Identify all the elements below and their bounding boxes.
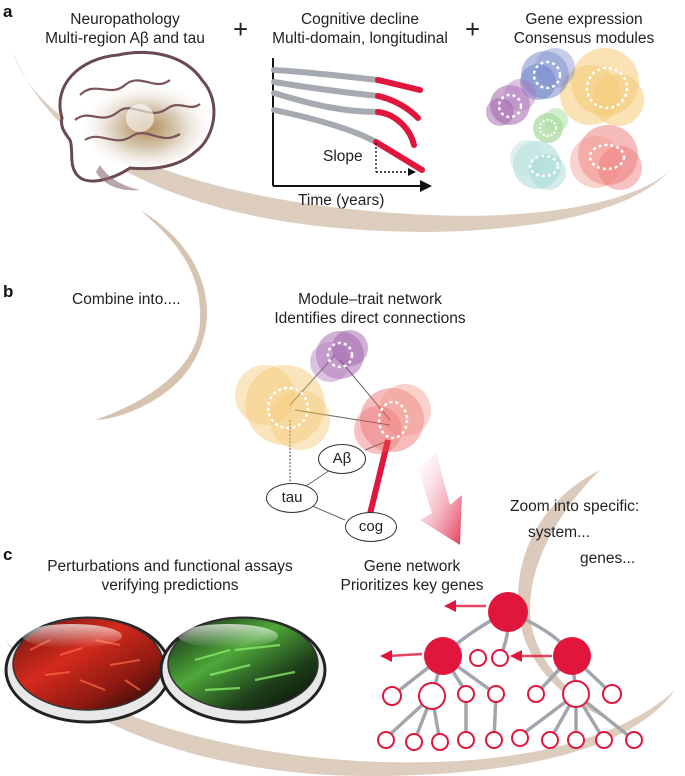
module-coral — [570, 125, 642, 190]
zoom-line2: system... — [528, 524, 591, 541]
network-module-yellow — [235, 365, 330, 450]
panel-label-b: b — [3, 282, 14, 301]
swoosh-top — [12, 50, 670, 232]
neuropathology-title: Neuropathology Multi-region Aβ and tau — [45, 11, 205, 47]
module-blue — [520, 48, 575, 100]
module-green — [533, 108, 568, 143]
zoom-arrow — [418, 452, 462, 545]
slope-label: Slope — [323, 148, 363, 165]
module-purple — [486, 79, 536, 126]
module-yellow — [560, 48, 644, 126]
zoom-line1: Zoom into specific: — [510, 498, 640, 515]
plus-sign-1: + — [233, 14, 249, 44]
gene-hub-right — [553, 637, 591, 675]
gene-hub-top — [488, 592, 528, 632]
petri-dish-green — [159, 616, 327, 724]
plus-sign-2: + — [465, 14, 481, 44]
combine-label: Combine into.... — [72, 291, 181, 308]
gene-expression-title: Gene expression Consensus modules — [513, 11, 655, 47]
gene-hub-left — [424, 637, 462, 675]
panel-label-c: c — [3, 545, 13, 564]
zoom-line3: genes... — [580, 550, 636, 567]
node-cog: cog — [345, 512, 397, 542]
node-tau: tau — [266, 483, 318, 513]
module-trait-title: Module–trait network Identifies direct c… — [274, 291, 466, 327]
perturbations-title: Perturbations and functional assays veri… — [47, 558, 293, 594]
node-abeta: Aβ — [318, 444, 366, 474]
time-axis-label: Time (years) — [298, 192, 385, 209]
panel-label-a: a — [3, 2, 13, 21]
gene-network-title: Gene network Prioritizes key genes — [340, 558, 484, 594]
cognitive-decline-title: Cognitive decline Multi-domain, longitud… — [272, 11, 448, 47]
swoosh-right — [518, 470, 610, 720]
prioritize-arrows — [380, 600, 552, 662]
swoosh-bottom — [5, 640, 675, 776]
